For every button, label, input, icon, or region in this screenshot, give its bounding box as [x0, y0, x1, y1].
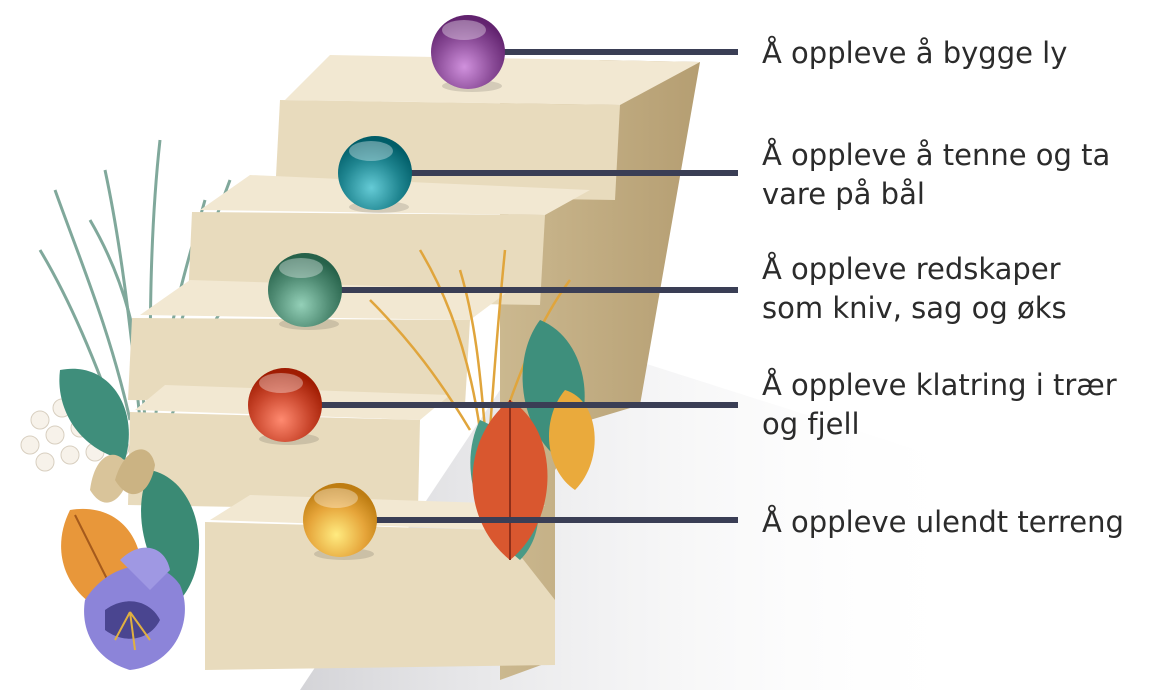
- step-label-line: Å oppleve klatring i trær: [762, 366, 1117, 405]
- marble-ball-step-3: [268, 253, 342, 330]
- step-label-line: og fjell: [762, 405, 1117, 444]
- step-label-line: Å oppleve å tenne og ta: [762, 136, 1110, 175]
- step-label-line: Å oppleve redskaper: [762, 250, 1067, 289]
- step-label-line: Å oppleve ulendt terreng: [762, 503, 1124, 542]
- step-label-step-1: Å oppleve ulendt terreng: [762, 503, 1124, 542]
- step-label-line: Å oppleve å bygge ly: [762, 34, 1067, 73]
- step-label-line: som kniv, sag og øks: [762, 289, 1067, 328]
- step-label-line: vare på bål: [762, 175, 1110, 214]
- step-label-step-5: Å oppleve å bygge ly: [762, 34, 1067, 73]
